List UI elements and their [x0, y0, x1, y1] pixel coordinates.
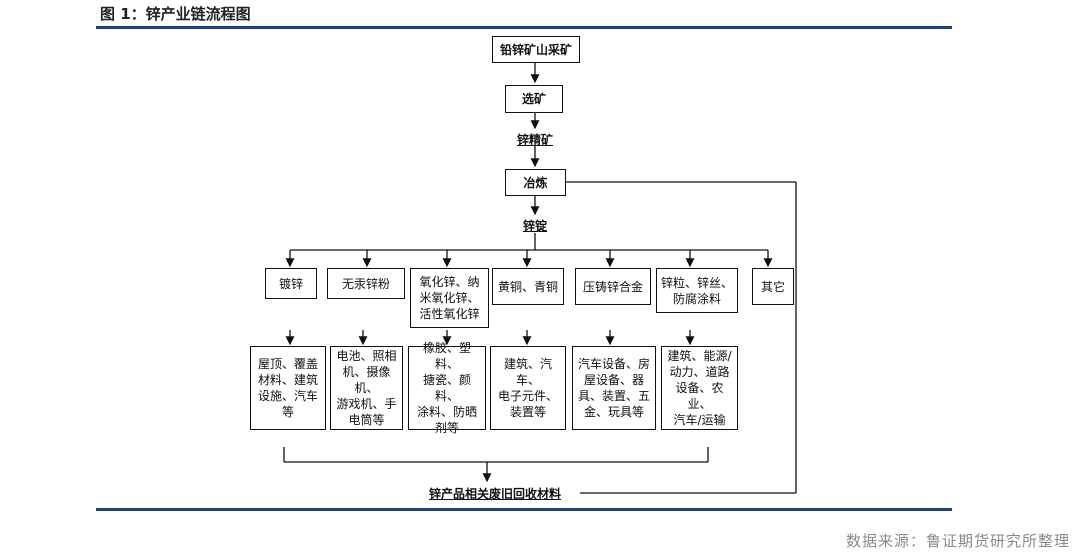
top-rule: [96, 26, 952, 29]
product-box-7: 其它: [752, 268, 794, 305]
recycle-label: 锌产品相关废旧回收材料: [428, 487, 561, 501]
product-box-6: 锌粒、锌丝、 防腐涂料: [656, 268, 738, 313]
mining-box: 铅锌矿山采矿: [492, 36, 580, 63]
product-box-4: 黄铜、青铜: [492, 268, 564, 305]
bottom-rule: [96, 508, 952, 511]
product-box-1: 镀锌: [265, 268, 317, 299]
use-box-4: 建筑、汽车、 电子元件、 装置等: [490, 346, 566, 430]
source-note: 数据来源：鲁证期货研究所整理: [845, 532, 1070, 550]
use-box-5: 汽车设备、房 屋设备、器 具、装置、五 金、玩具等: [572, 346, 656, 430]
concentrate-label: 锌精矿: [516, 133, 553, 147]
product-box-5: 压铸锌合金: [575, 268, 651, 305]
use-box-1: 屋顶、覆盖 材料、建筑 设施、汽车 等: [250, 346, 326, 430]
product-box-3: 氧化锌、纳 米氧化锌、 活性氧化锌: [410, 268, 489, 328]
product-box-2: 无汞锌粉: [327, 268, 405, 299]
use-box-2: 电池、照相 机、摄像机、 游戏机、手 电筒等: [330, 346, 403, 430]
dressing-box: 选矿: [505, 85, 563, 113]
ingot-label: 锌锭: [522, 219, 547, 233]
smelting-box: 冶炼: [505, 169, 566, 196]
figure-title: 图 1：锌产业链流程图: [100, 5, 251, 23]
use-box-3: 橡胶、塑料、 搪瓷、颜料、 涂料、防晒 剂等: [408, 341, 486, 435]
use-box-6: 建筑、能源/ 动力、道路 设备、农业、 汽车/运输: [661, 346, 738, 430]
